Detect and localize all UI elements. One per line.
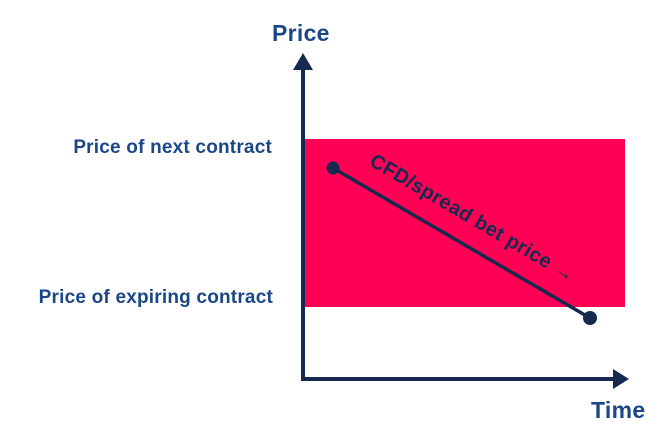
cfd-price-line [332, 166, 591, 320]
spread-region [305, 139, 625, 307]
x-axis-arrow-icon [613, 369, 629, 389]
next-contract-price-label: Price of next contract [73, 137, 272, 158]
x-axis-label: Time [591, 397, 646, 423]
expiring-contract-price-label: Price of expiring contract [38, 287, 273, 308]
cfd-line-end-dot [583, 311, 597, 325]
y-axis-arrow-icon [293, 53, 313, 70]
cfd-line-start-dot [326, 161, 340, 175]
y-axis-label: Price [272, 20, 330, 46]
